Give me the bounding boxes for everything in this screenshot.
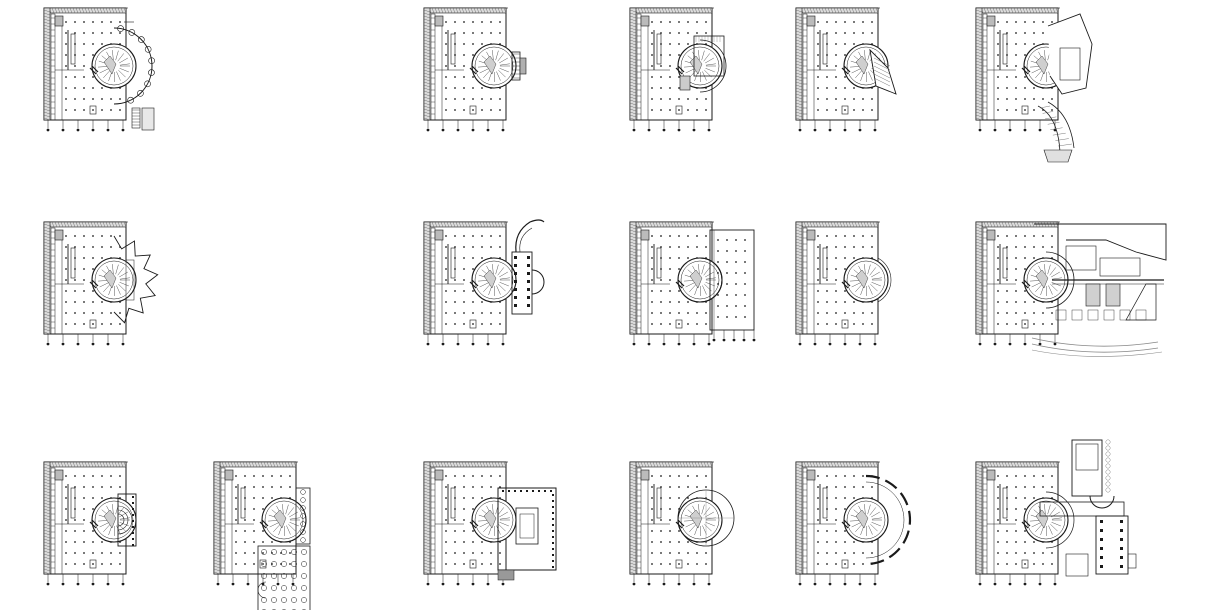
floor-plan-variant-r2-c3: [423, 219, 545, 346]
floor-plan-variant-r2-c1: [43, 221, 159, 346]
floor-plan-variant-r3-c2: [213, 461, 311, 610]
floor-plan-variant-r2-c6: [975, 221, 1167, 357]
floor-plan-variant-r3-c4: [629, 461, 735, 586]
floor-plan-variant-r3-c6: [975, 439, 1137, 586]
floor-plan-variant-r1-c3: [423, 7, 527, 132]
floor-plan-variant-r2-c5: [795, 221, 892, 346]
floor-plan-variant-r3-c1: [43, 461, 137, 586]
floor-plan-variant-r1-c6: [975, 7, 1093, 163]
floor-plan-variant-r3-c5: [795, 461, 912, 586]
floor-plan-variant-r3-c3: [423, 461, 557, 586]
floor-plan-variant-r1-c1: [43, 7, 155, 132]
floor-plan-variant-r1-c4: [629, 7, 727, 132]
floor-plan-variant-r2-c4: [629, 221, 756, 346]
floor-plan-variant-r1-c5: [795, 7, 897, 132]
